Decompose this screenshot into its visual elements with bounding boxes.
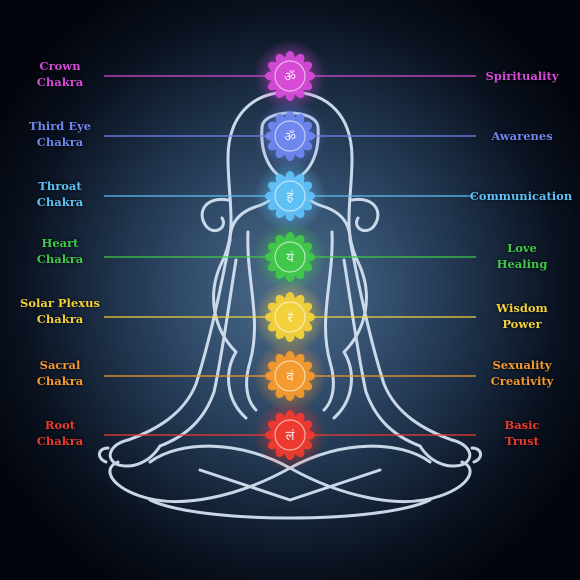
- chakra-name-line2: Chakra: [36, 75, 84, 89]
- chakra-name-third-eye: Third Eye Chakra: [14, 118, 106, 150]
- chakra-name-line1: Crown: [39, 59, 81, 73]
- chakra-quality-crown: Spirituality: [474, 68, 570, 84]
- chakra-quality-line1: Communication: [469, 189, 573, 203]
- chakra-quality-root: Basic Trust: [474, 417, 570, 449]
- chakra-quality-line2: Trust: [505, 434, 539, 448]
- chakra-quality-line2: Power: [502, 317, 542, 331]
- chakra-quality-sacral: Sexuality Creativity: [474, 357, 570, 389]
- chakra-glyph-crown: ॐ: [284, 70, 296, 85]
- chakra-glyph-throat: हं: [287, 190, 295, 205]
- chakra-disc-third-eye: [274, 120, 306, 152]
- chakra-quality-heart: Love Healing: [474, 240, 570, 272]
- chakra-disc-solar-plexus: [274, 301, 306, 333]
- chakra-name-line2: Chakra: [36, 195, 84, 209]
- chakra-quality-line1: Basic: [504, 418, 540, 432]
- chakra-quality-third-eye: Awarenes: [474, 128, 570, 144]
- chakra-glyph-solar-plexus: रं: [287, 311, 293, 326]
- chakra-name-line1: Root: [44, 418, 76, 432]
- chakra-disc-throat: [274, 180, 306, 212]
- chakra-name-line2: Chakra: [36, 252, 84, 266]
- chakra-name-crown: Crown Chakra: [14, 58, 106, 90]
- chakra-name-throat: Throat Chakra: [14, 178, 106, 210]
- chakra-name-line1: Third Eye: [28, 119, 92, 133]
- chakra-glyph-sacral: वं: [286, 370, 294, 385]
- chakra-quality-line1: Sexuality: [492, 358, 552, 372]
- chakra-name-line1: Heart: [41, 236, 79, 250]
- chakra-name-sacral: Sacral Chakra: [14, 357, 106, 389]
- chakra-name-solar-plexus: Solar Plexus Chakra: [14, 295, 106, 327]
- chakra-quality-line1: Spirituality: [485, 69, 559, 83]
- chakra-name-line1: Solar Plexus: [20, 296, 100, 310]
- chakra-disc-root: [274, 419, 306, 451]
- chakra-quality-line2: Healing: [496, 257, 548, 271]
- chakra-name-heart: Heart Chakra: [14, 235, 106, 267]
- chakra-disc-heart: [274, 241, 306, 273]
- chakra-quality-line1: Awarenes: [491, 129, 553, 143]
- chakra-disc-crown: [274, 60, 306, 92]
- chakra-glyph-third-eye: ॐ: [284, 130, 296, 145]
- chakra-name-root: Root Chakra: [14, 417, 106, 449]
- chakra-quality-throat: Communication: [466, 188, 576, 204]
- chakra-name-line2: Chakra: [36, 434, 84, 448]
- lotus-petals-icon: [265, 51, 315, 101]
- chakra-name-line1: Throat: [38, 179, 82, 193]
- chakra-quality-solar-plexus: Wisdom Power: [474, 300, 570, 332]
- chakra-name-line2: Chakra: [36, 312, 84, 326]
- chakra-disc-sacral: [274, 360, 306, 392]
- chakra-name-line2: Chakra: [36, 135, 84, 149]
- chakra-name-line1: Sacral: [39, 358, 81, 372]
- chakra-glyph-root: लं: [286, 429, 295, 444]
- chakra-quality-line1: Wisdom: [496, 301, 548, 315]
- chakra-glyph-heart: यं: [286, 251, 294, 266]
- chakra-name-line2: Chakra: [36, 374, 84, 388]
- chakra-quality-line1: Love: [507, 241, 537, 255]
- chakra-quality-line2: Creativity: [490, 374, 554, 388]
